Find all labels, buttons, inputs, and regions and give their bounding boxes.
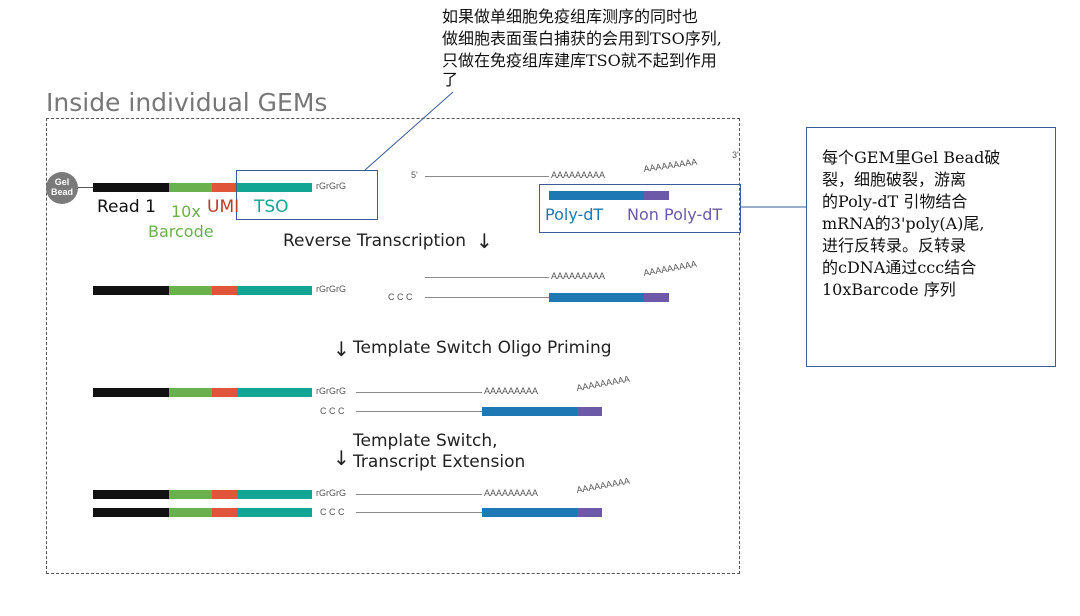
top-annotation: 如果做单细胞免疫组库测序的同时也 做细胞表面蛋白捕获的会用到TSO序列, 只做在…	[442, 6, 722, 88]
umi-segment-3	[212, 388, 238, 397]
arrow-down-icon-3: ↓	[333, 446, 350, 470]
rgrgrg-label: rGrGrG	[316, 181, 346, 191]
tso-segment	[238, 183, 312, 192]
polydt-highlight-box	[539, 184, 741, 233]
ccc-label-2: C C C	[388, 292, 413, 302]
ccc-label-4: C C C	[320, 507, 345, 517]
polya-tail-1: AAAAAAAAA 3'	[643, 150, 739, 174]
polya-tail-4-text: AAAAAAAAA	[576, 476, 631, 495]
polydt-segment-4	[482, 508, 577, 517]
polya-label-4: AAAAAAAAA	[484, 488, 539, 498]
polya-tail-4: AAAAAAAAA	[576, 476, 631, 495]
cdna-line-2	[425, 297, 549, 298]
right-annotation: 每个GEM里Gel Bead破 裂，细胞破裂，游离 的Poly-dT 引物结合 …	[822, 147, 1000, 301]
right-note-line-2: 裂，细胞破裂，游离	[822, 170, 967, 189]
polya-label-1: AAAAAAAAA	[551, 170, 606, 180]
mrna-line-2	[425, 277, 549, 278]
read1-segment-3	[93, 388, 169, 397]
nonpolydt-segment	[644, 191, 669, 200]
polya-tail-3: AAAAAAAAA	[576, 374, 631, 393]
polydt-segment-2	[549, 293, 644, 302]
nonpolydt-label: Non Poly-dT	[627, 205, 723, 224]
barcode-segment-5	[169, 508, 212, 517]
barcode-segment-2	[169, 286, 212, 295]
mrna-line-1	[425, 176, 549, 177]
polya-tail-2-text: AAAAAAAAA	[643, 259, 698, 278]
read1-segment-4	[93, 490, 169, 499]
barcode-label-top: 10x	[171, 202, 201, 221]
nonpolydt-segment-3	[577, 407, 602, 416]
barcode-segment-3	[169, 388, 212, 397]
umi-segment	[212, 183, 238, 192]
gel-bead: Gel Bead	[46, 172, 78, 204]
polya-label-2: AAAAAAAAA	[551, 271, 606, 281]
read1-segment-2	[93, 286, 169, 295]
five-prime-label: 5'	[411, 170, 418, 180]
right-annotation-box	[806, 127, 1056, 367]
right-note-line-1: 每个GEM里Gel Bead破	[822, 148, 1001, 167]
right-note-line-5: 进行反转录。反转录	[822, 236, 967, 255]
gel-bead-label-2: Bead	[50, 187, 73, 197]
arrow-down-icon: ↓	[476, 229, 493, 253]
gel-bead-label-1: Gel	[54, 177, 70, 187]
polydt-segment	[549, 191, 644, 200]
mrna-line-3	[356, 392, 482, 393]
tso-segment-2	[238, 286, 312, 295]
step-tso-priming: Template Switch Oligo Priming	[353, 338, 612, 358]
barcode-segment	[169, 183, 212, 192]
nonpolydt-segment-4	[577, 508, 602, 517]
umi-segment-4	[212, 490, 238, 499]
cdna-line-3	[356, 411, 482, 412]
ccc-label-3: C C C	[320, 406, 345, 416]
step-reverse-transcription: Reverse Transcription	[283, 231, 467, 251]
step-template-switch: Template Switch,	[353, 431, 498, 451]
umi-segment-2	[212, 286, 238, 295]
mrna-line-4	[356, 494, 482, 495]
rgrgrg-label-4: rGrGrG	[316, 488, 346, 498]
polydt-segment-3	[482, 407, 577, 416]
top-note-line-2: 做细胞表面蛋白捕获的会用到TSO序列,	[442, 29, 722, 48]
tso-segment-3	[238, 388, 312, 397]
polya-tail-2: AAAAAAAAA	[643, 259, 698, 278]
polya-tail-3-text: AAAAAAAAA	[576, 374, 631, 393]
polya-tail-1-text: AAAAAAAAA	[643, 157, 698, 174]
rgrgrg-label-3: rGrGrG	[316, 386, 346, 396]
rgrgrg-label-2: rGrGrG	[316, 284, 346, 294]
diagram-title: Inside individual GEMs	[46, 88, 328, 117]
umi-label: UMI	[207, 197, 240, 217]
polya-label-3: AAAAAAAAA	[484, 386, 539, 396]
umi-segment-5	[212, 508, 238, 517]
polydt-label: Poly-dT	[545, 205, 604, 224]
tso-highlight-box	[236, 170, 378, 220]
three-prime-label: 3'	[732, 150, 739, 160]
top-note-line-4: 了	[442, 70, 459, 89]
arrow-down-icon-2: ↓	[333, 337, 350, 361]
cdna-line-4	[356, 512, 482, 513]
tso-label: TSO	[254, 197, 289, 217]
top-note-line-1: 如果做单细胞免疫组库测序的同时也	[442, 7, 699, 26]
step-transcript-extension: Transcript Extension	[353, 452, 526, 472]
right-note-line-4: mRNA的3'poly(A)尾,	[822, 214, 985, 233]
top-note-line-3: 只做在免疫组库建库TSO就不起到作用	[442, 51, 717, 70]
read1-segment	[93, 183, 169, 192]
tso-segment-5	[238, 508, 312, 517]
nonpolydt-segment-2	[644, 293, 669, 302]
read1-label: Read 1	[97, 197, 156, 217]
right-note-line-7: 10xBarcode 序列	[822, 280, 956, 299]
bead-linker	[78, 187, 94, 188]
tso-segment-4	[238, 490, 312, 499]
barcode-segment-4	[169, 490, 212, 499]
barcode-label-bottom: Barcode	[148, 222, 214, 241]
read1-segment-5	[93, 508, 169, 517]
right-note-line-6: 的cDNA通过ccc结合	[822, 258, 977, 277]
right-note-line-3: 的Poly-dT 引物结合	[822, 192, 968, 211]
